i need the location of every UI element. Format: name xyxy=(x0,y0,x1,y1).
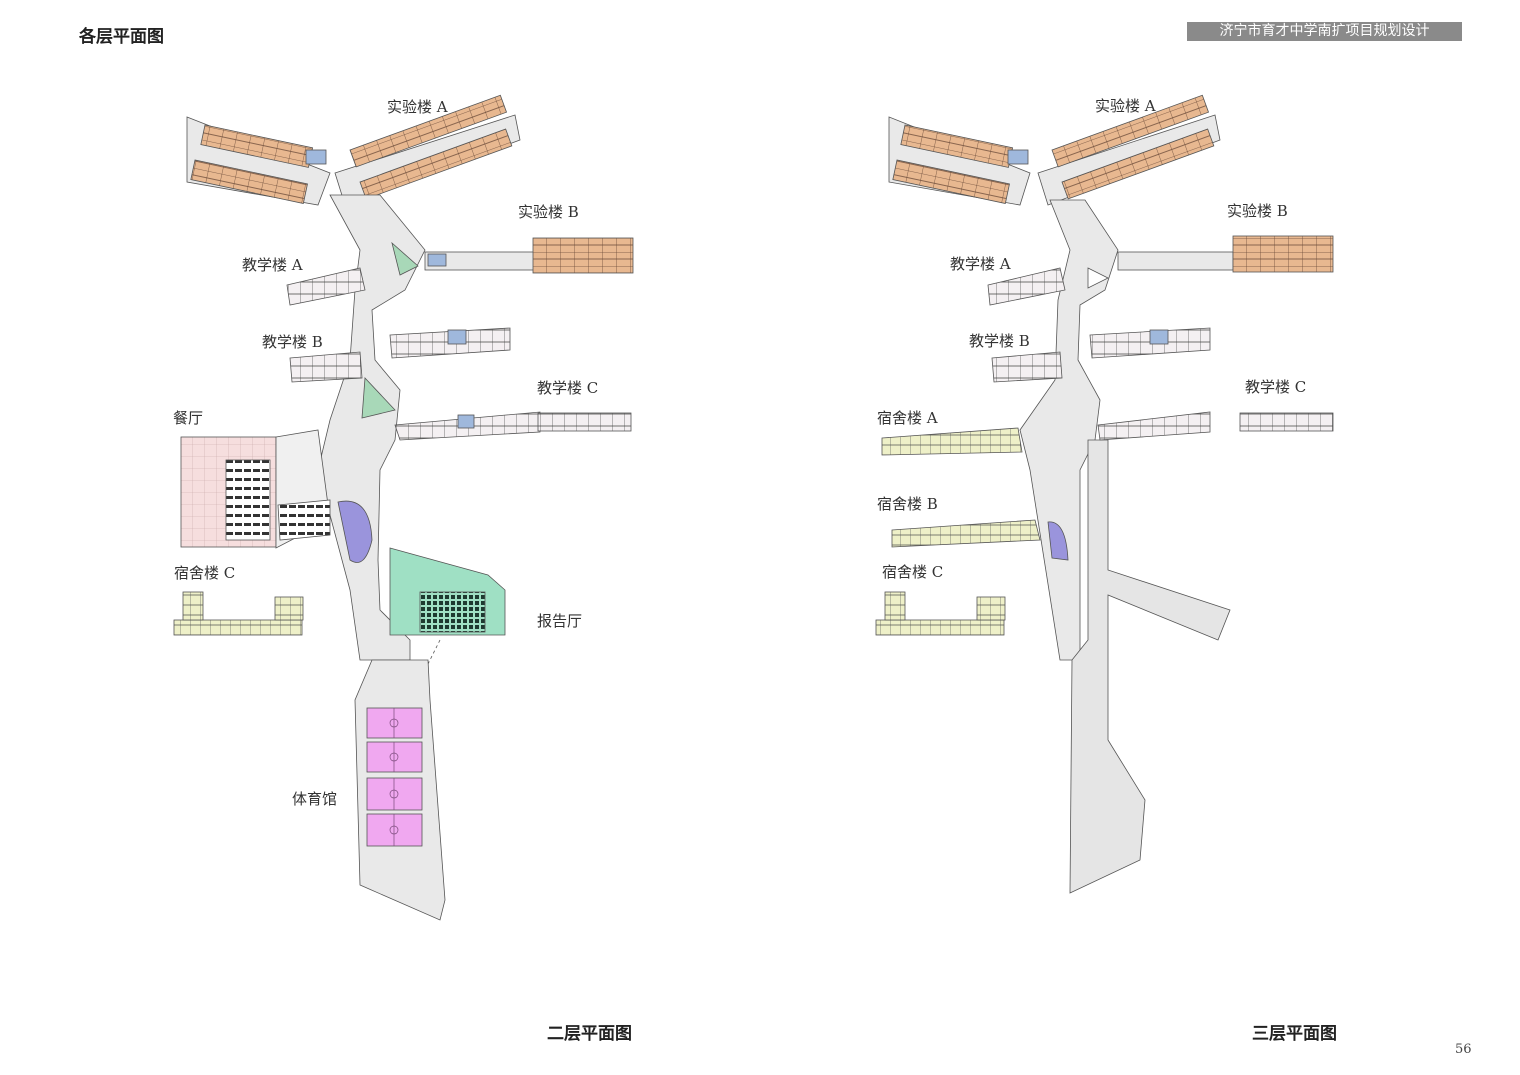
label-lab-a-2f: 实验楼 A xyxy=(387,98,448,116)
canteen-tables xyxy=(225,459,271,541)
teaching-b-west xyxy=(289,351,363,383)
label-dorm-b-3f: 宿舍楼 B xyxy=(877,495,938,513)
r-dorm-a xyxy=(881,427,1023,456)
r-grey-extension xyxy=(1069,439,1231,894)
teaching-c-blue-room xyxy=(457,414,475,429)
label-lab-b-2f: 实验楼 B xyxy=(518,203,579,221)
gym-court-4 xyxy=(366,813,423,847)
purple-atrium xyxy=(337,500,373,563)
label-teaching-b-2f: 教学楼 B xyxy=(262,333,323,351)
gym-court-3 xyxy=(366,777,423,811)
label-dorm-a-3f: 宿舍楼 A xyxy=(877,409,938,427)
lab-a-right-rooms-1 xyxy=(349,94,508,168)
lecture-hall-seats xyxy=(419,591,486,633)
teaching-a-building xyxy=(286,267,366,306)
label-teaching-c-3f: 教学楼 C xyxy=(1245,378,1307,396)
r-dorm-c-main xyxy=(875,619,1005,636)
label-lab-a-3f: 实验楼 A xyxy=(1095,97,1156,115)
gym-court-lines xyxy=(389,708,399,846)
label-dorm-c-2f: 宿舍楼 C xyxy=(174,564,236,582)
r-teaching-b-blue-room xyxy=(1149,329,1169,345)
r-teaching-c-corridor xyxy=(1097,411,1211,441)
r-teaching-b-west xyxy=(991,351,1063,383)
r-purple-atrium xyxy=(1047,521,1069,561)
label-teaching-b-3f: 教学楼 B xyxy=(969,332,1030,350)
label-teaching-a-3f: 教学楼 A xyxy=(950,255,1011,273)
teaching-b-blue-room xyxy=(447,329,467,345)
lab-a-right-rooms-2 xyxy=(359,128,513,200)
canteen-tables-2 xyxy=(277,499,331,541)
page-title: 各层平面图 xyxy=(79,27,164,47)
label-lecture-hall-2f: 报告厅 xyxy=(537,612,583,630)
gym-court-1 xyxy=(366,707,423,739)
green-atrium-middle xyxy=(361,377,396,419)
dorm-c-main xyxy=(173,619,303,636)
r-atrium-top xyxy=(1087,267,1109,289)
label-teaching-c-2f: 教学楼 C xyxy=(537,379,599,397)
teaching-c-east xyxy=(537,412,632,432)
r-dorm-c-wing-w xyxy=(884,591,906,621)
r-teaching-a xyxy=(987,267,1066,306)
r-dorm-c-wing-e xyxy=(976,596,1006,621)
r-dorm-b xyxy=(891,519,1041,548)
green-atrium-top xyxy=(391,241,419,276)
label-teaching-a-2f: 教学楼 A xyxy=(242,256,303,274)
r-teaching-c-east xyxy=(1239,412,1334,432)
caption-third-floor: 三层平面图 xyxy=(1252,1024,1337,1044)
dorm-c-wing-e xyxy=(274,596,304,621)
lab-b-building xyxy=(532,237,634,274)
page-number: 56 xyxy=(1455,1042,1472,1057)
label-dorm-c-3f: 宿舍楼 C xyxy=(882,563,944,581)
r-lab-a-blue-room xyxy=(1007,149,1029,165)
gym-court-2 xyxy=(366,741,423,773)
lab-a-left-rooms-2 xyxy=(190,159,308,204)
r-lab-a-right-rooms-1 xyxy=(1051,94,1210,168)
second-floor-plan xyxy=(173,94,634,921)
caption-second-floor: 二层平面图 xyxy=(547,1024,632,1044)
label-gym-2f: 体育馆 xyxy=(292,790,338,808)
label-lab-b-3f: 实验楼 B xyxy=(1227,202,1288,220)
r-lab-a-left-rooms-2 xyxy=(892,159,1010,204)
lab-a-blue-room xyxy=(305,149,327,165)
lab-b-blue-room xyxy=(427,253,447,267)
central-spine-corridor xyxy=(317,194,426,661)
label-canteen-2f: 餐厅 xyxy=(173,409,204,427)
r-lab-a-right-rooms-2 xyxy=(1061,128,1215,200)
r-lab-b-building xyxy=(1232,235,1334,273)
dorm-c-wing-w xyxy=(182,591,204,621)
third-floor-plan xyxy=(875,94,1334,894)
project-title-banner: 济宁市育才中学南扩项目规划设计 xyxy=(1187,22,1462,41)
r-lab-b-corridor xyxy=(1117,251,1234,271)
